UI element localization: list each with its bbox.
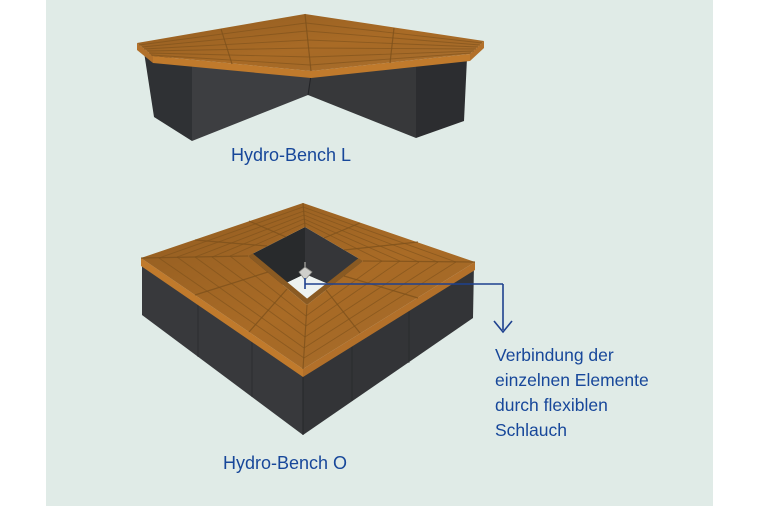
bench-l-wood-top: [137, 13, 484, 78]
bench-o-label: Hydro-Bench O: [223, 453, 348, 473]
hose-connector: [298, 262, 313, 281]
annotation-line: Schlauch: [495, 420, 567, 440]
bench-o-opening: [248, 227, 363, 305]
bench-l-base: [144, 52, 467, 141]
leader-arrow-down-icon: [304, 278, 513, 334]
bench-o-base: [142, 260, 474, 435]
annotation-line: einzelnen Elemente: [495, 370, 649, 390]
annotation-line: durch flexiblen: [495, 395, 608, 415]
bench-l-plank-lines: [138, 13, 483, 72]
bench-o-wood-top: [140, 202, 476, 377]
opening-floor: [278, 274, 335, 305]
bench-o-illustration: [140, 202, 476, 435]
bench-l-illustration: [137, 13, 484, 141]
content-panel: Hydro-Bench L Hydro-Bench O Verbindung d…: [46, 0, 713, 506]
annotation-text: Verbindung der einzelnen Elemente durch …: [495, 343, 649, 443]
bench-o-plank-lines: [140, 202, 476, 370]
bench-l-label: Hydro-Bench L: [231, 145, 352, 165]
annotation-line: Verbindung der: [495, 345, 614, 365]
